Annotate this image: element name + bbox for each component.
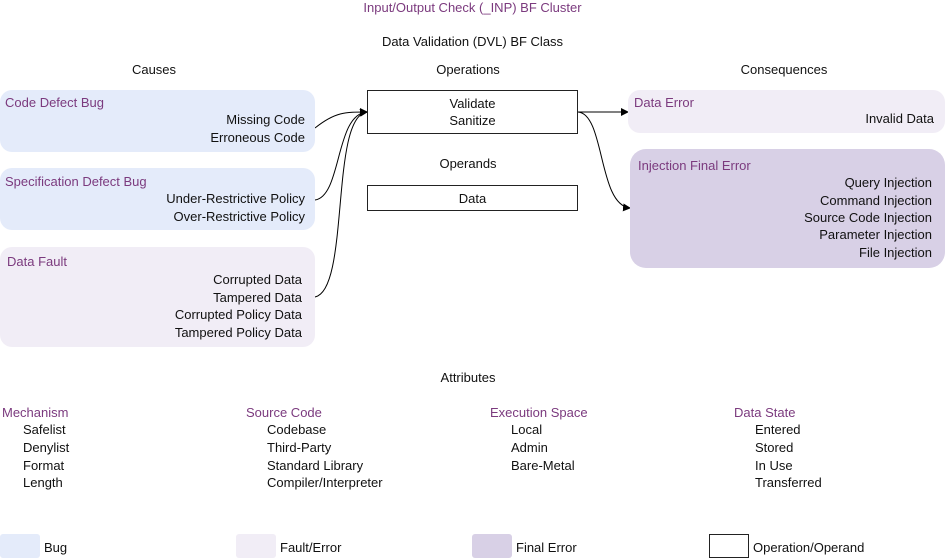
attribute-value: Compiler/Interpreter [267,475,383,490]
attribute-value: Bare-Metal [511,458,575,473]
attribute-value: Standard Library [267,458,364,473]
consequence-box-injection-final-error: Injection Final Error Query Injection Co… [630,149,945,268]
attribute-name: Source Code [246,405,322,420]
attribute-value: Entered [755,422,801,437]
consequence-title: Data Error [634,95,694,110]
cause-item: Tampered Data [213,290,302,305]
arrow-to-injection [577,111,631,212]
operands-box: Data [367,185,578,211]
attribute-name: Execution Space [490,405,588,420]
cause-item: Corrupted Data [213,272,302,287]
cause-item: Over-Restrictive Policy [173,209,305,224]
arrow-spec-defect [314,108,368,201]
legend-swatch-fault-error [236,534,276,558]
attribute-source-code: Source Code Codebase Third-Party Standar… [246,405,476,495]
cause-item: Erroneous Code [210,130,305,145]
cluster-title: Input/Output Check (_INP) BF Cluster [363,0,582,15]
legend-label: Bug [44,540,68,555]
attribute-value: Local [511,422,543,437]
operation-item: Validate [449,96,496,111]
attribute-value: Third-Party [267,440,332,455]
operand-item: Data [458,191,487,206]
attribute-execution-space: Execution Space Local Admin Bare-Metal [490,405,720,495]
consequence-item: File Injection [859,245,932,260]
attribute-data-state: Data State Entered Stored In Use Transfe… [734,405,934,495]
attribute-value: Safelist [23,422,66,437]
cause-title: Data Fault [7,254,67,269]
cause-item: Under-Restrictive Policy [166,191,305,206]
operation-item: Sanitize [449,113,496,128]
cause-box-specification-defect-bug: Specification Defect Bug Under-Restricti… [0,168,315,230]
attribute-value: Format [23,458,65,473]
legend-label: Final Error [516,540,577,555]
attribute-value: Length [23,475,63,490]
operations-header: Operations [436,62,500,77]
legend-label: Fault/Error [280,540,342,555]
arrow-data-fault [314,108,368,298]
consequence-title: Injection Final Error [638,158,751,173]
cause-item: Missing Code [226,112,305,127]
attribute-value: Stored [755,440,794,455]
causes-header: Causes [131,62,177,77]
attribute-name: Mechanism [2,405,69,420]
attribute-value: Transferred [755,475,822,490]
consequences-header: Consequences [740,62,828,77]
cause-title: Code Defect Bug [5,95,105,110]
legend-swatch-operation-operand [709,534,749,558]
operands-header: Operands [439,156,497,171]
class-title: Data Validation (DVL) BF Class [381,34,564,49]
attribute-name: Data State [734,405,796,420]
attribute-value: Denylist [23,440,70,455]
consequence-item: Query Injection [844,175,932,190]
consequence-item: Parameter Injection [819,227,932,242]
consequence-item: Source Code Injection [804,210,932,225]
attribute-value: In Use [755,458,793,473]
attribute-value: Admin [511,440,548,455]
consequence-box-data-error: Data Error Invalid Data [628,90,945,133]
cause-box-data-fault: Data Fault Corrupted Data Tampered Data … [0,247,315,347]
consequence-item: Command Injection [820,193,932,208]
cause-title: Specification Defect Bug [5,174,147,189]
attribute-mechanism: Mechanism Safelist Denylist Format Lengt… [2,405,232,495]
legend-label: Operation/Operand [753,540,865,555]
operations-box: Validate Sanitize [367,90,578,134]
legend: Bug Fault/Error Final Error Operation/Op… [0,530,945,560]
legend-swatch-bug [0,534,40,558]
cause-box-code-defect-bug: Code Defect Bug Missing Code Erroneous C… [0,90,315,152]
consequence-item: Invalid Data [865,111,934,126]
attribute-value: Codebase [267,422,327,437]
cause-item: Corrupted Policy Data [174,307,302,322]
cause-item: Tampered Policy Data [174,325,302,340]
legend-swatch-final-error [472,534,512,558]
attributes-header: Attributes [440,370,496,385]
